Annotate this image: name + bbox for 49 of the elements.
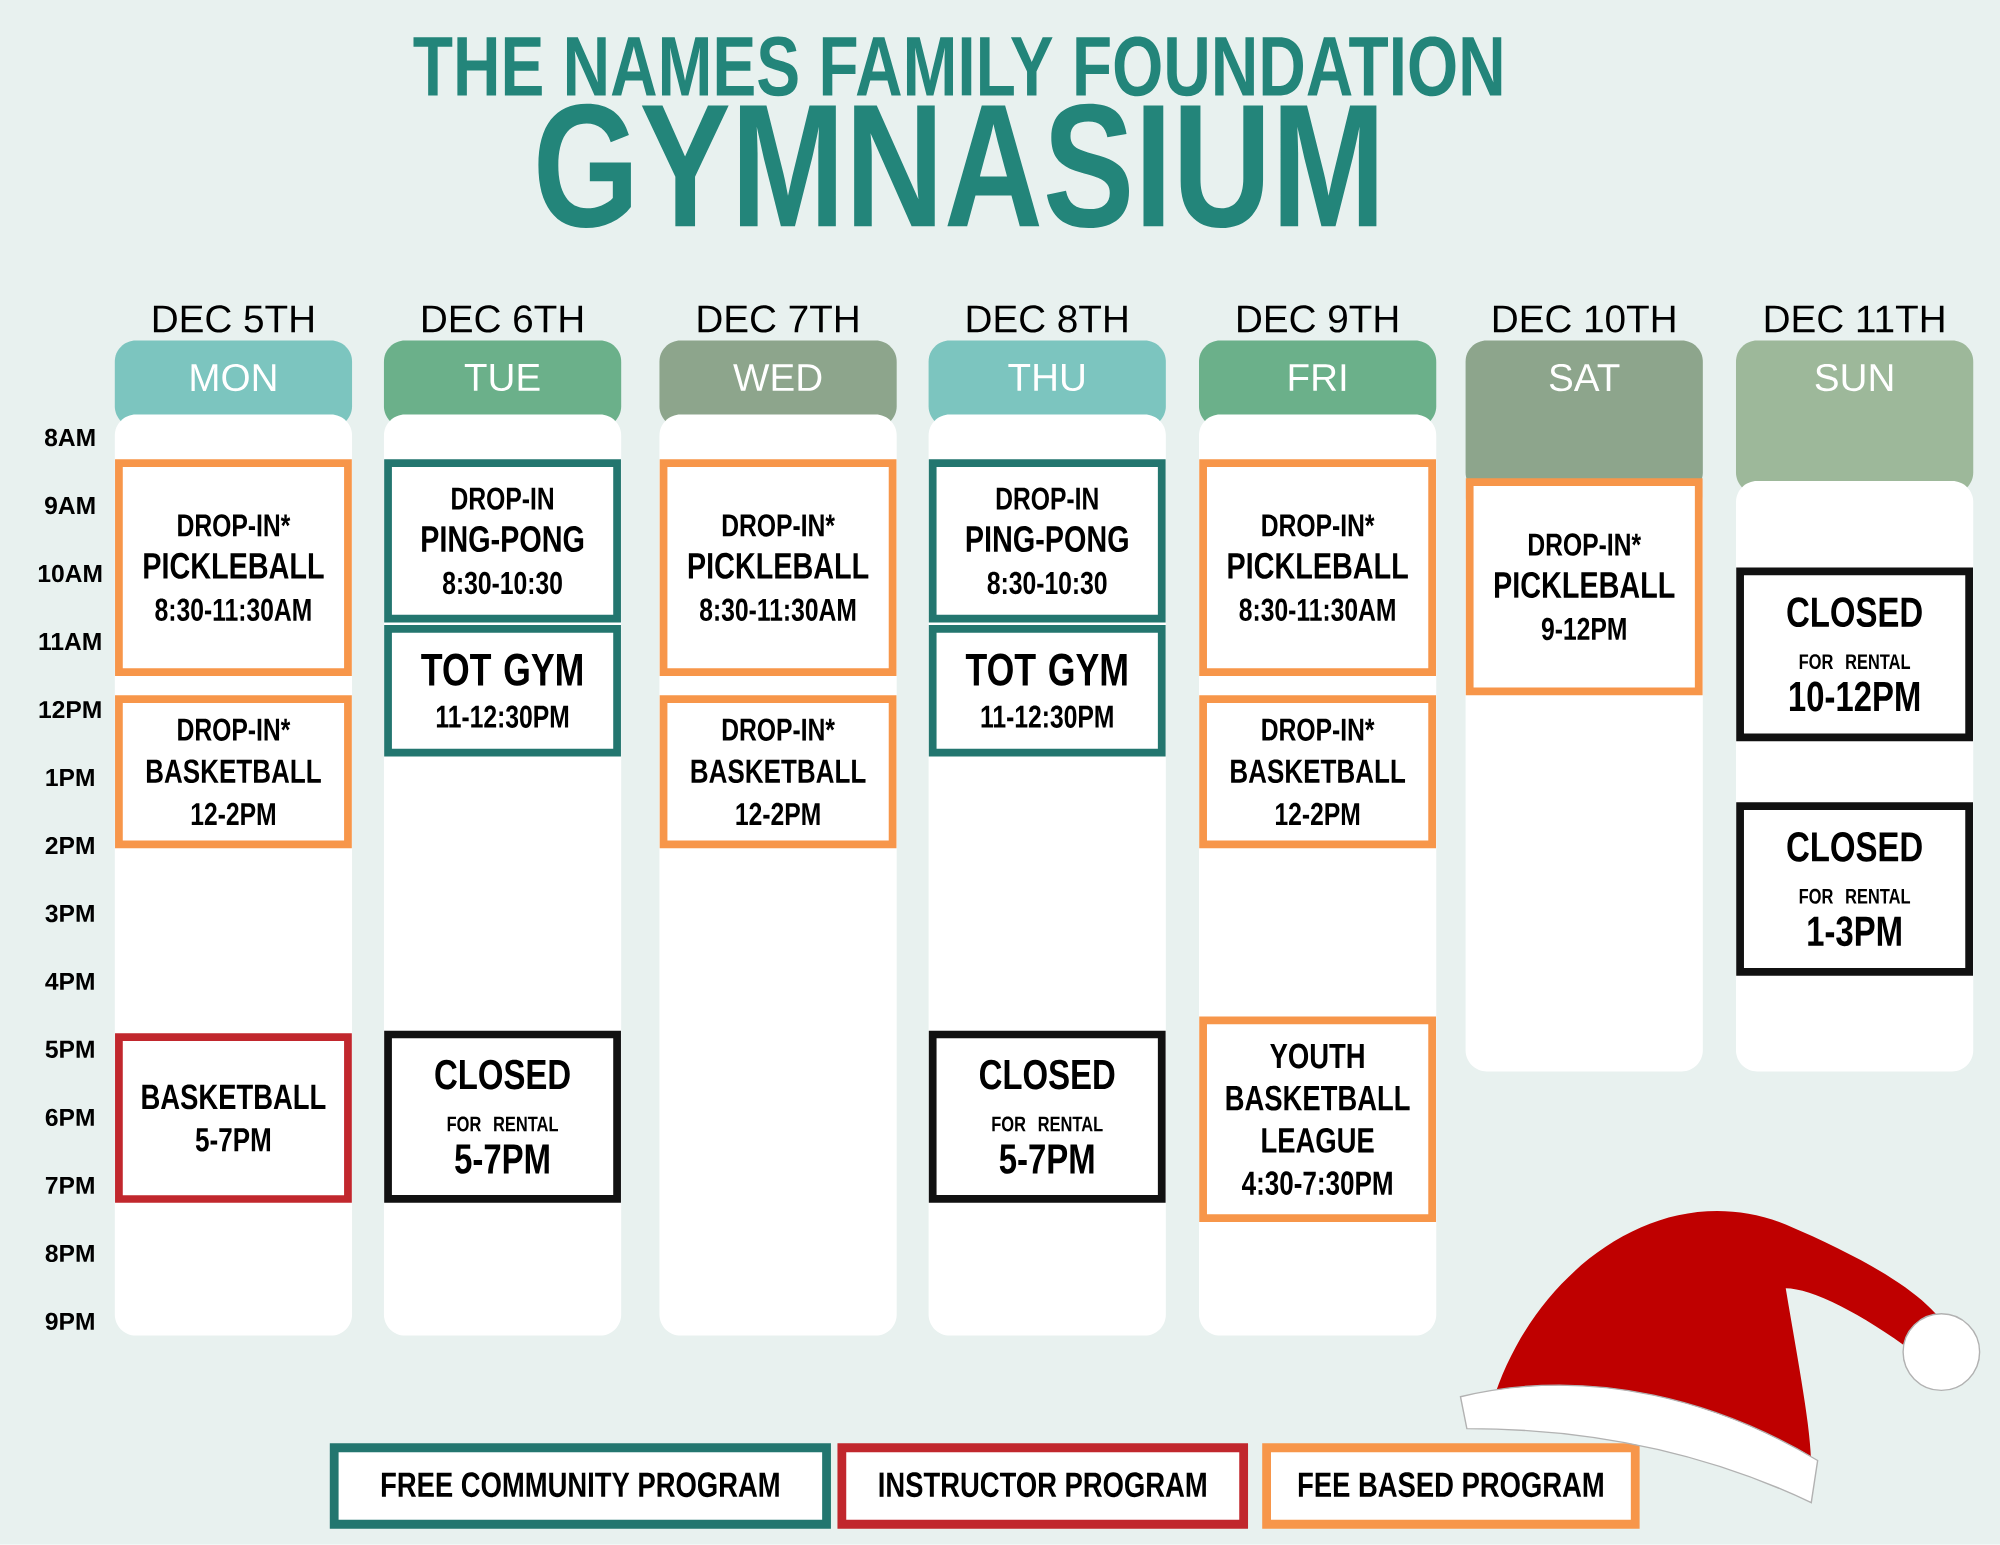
event-box: YOUTH BASKETBALL LEAGUE 4:30-7:30PM <box>1199 1016 1436 1223</box>
time-label: 2PM <box>45 837 94 855</box>
event-box: CLOSED FOR RENTAL 10-12PM <box>1736 567 1973 742</box>
time-label: 3PM <box>45 904 94 923</box>
event-box: DROP-IN PING-PONG 8:30-10:30 <box>384 459 621 623</box>
day-date: DEC 5TH <box>153 305 313 333</box>
event-box: CLOSED FOR RENTAL 5-7PM <box>928 1030 1166 1203</box>
node-label: TUE <box>464 364 540 392</box>
event-box: DROP-IN* PICKLEBALL 8:30-11:30AM <box>1199 459 1436 677</box>
day-date: DEC 7TH <box>698 305 858 333</box>
time-label: 9AM <box>45 497 95 515</box>
day-date: DEC 10TH <box>1493 305 1675 333</box>
event-box: TOT GYM 11-12:30PM <box>384 625 621 757</box>
time-label: 9PM <box>45 1312 94 1331</box>
time-label: 6PM <box>45 1108 94 1127</box>
event-box: DROP-IN PING-PONG 8:30-10:30 <box>928 459 1166 623</box>
event-box: TOT GYM 11-12:30PM <box>928 625 1166 757</box>
event-box: DROP-IN* PICKLEBALL 9-12PM <box>1465 478 1703 696</box>
event-box: DROP-IN* PICKLEBALL 8:30-11:30AM <box>115 459 352 677</box>
day-date: DEC 6TH <box>423 305 583 333</box>
event-box: DROP-IN* BASKETBALL 12-2PM <box>659 695 897 849</box>
node-label: FRI <box>1289 364 1346 392</box>
legend-label: FEE BASED PROGRAM <box>1298 1472 1603 1498</box>
day-date: DEC 11TH <box>1765 305 1944 333</box>
time-label: 1PM <box>46 769 94 787</box>
legend-label: INSTRUCTOR PROGRAM <box>879 1472 1206 1498</box>
time-label: 8PM <box>45 1244 94 1263</box>
node-label: THU <box>1008 364 1084 392</box>
day-date: DEC 8TH <box>967 305 1127 333</box>
node-label: SAT <box>1549 364 1620 392</box>
event-box: DROP-IN* BASKETBALL 12-2PM <box>115 695 352 849</box>
event-box: DROP-IN* BASKETBALL 12-2PM <box>1199 695 1436 849</box>
time-label: 8AM <box>44 429 95 447</box>
time-label: 12PM <box>39 701 101 719</box>
heading: GYMNASIUM <box>538 103 1377 229</box>
event-box: BASKETBALL 5-7PM <box>115 1033 352 1204</box>
node-label: MON <box>191 364 276 392</box>
time-label: 7PM <box>45 1177 94 1194</box>
time-label: 5PM <box>45 1041 94 1059</box>
day-date: DEC 9TH <box>1238 305 1398 333</box>
node-label: SUN <box>1815 364 1893 392</box>
node-label: WED <box>733 364 822 392</box>
event-box: CLOSED FOR RENTAL 1-3PM <box>1736 802 1973 976</box>
event-box: CLOSED FOR RENTAL 5-7PM <box>384 1030 621 1203</box>
time-label: 11AM <box>39 633 101 651</box>
time-label: 4PM <box>45 973 94 991</box>
title: THE NAMES FAMILY FOUNDATION <box>413 36 1502 97</box>
event-box: DROP-IN* PICKLEBALL 8:30-11:30AM <box>659 459 897 677</box>
legend-label: FREE COMMUNITY PROGRAM <box>381 1472 779 1498</box>
